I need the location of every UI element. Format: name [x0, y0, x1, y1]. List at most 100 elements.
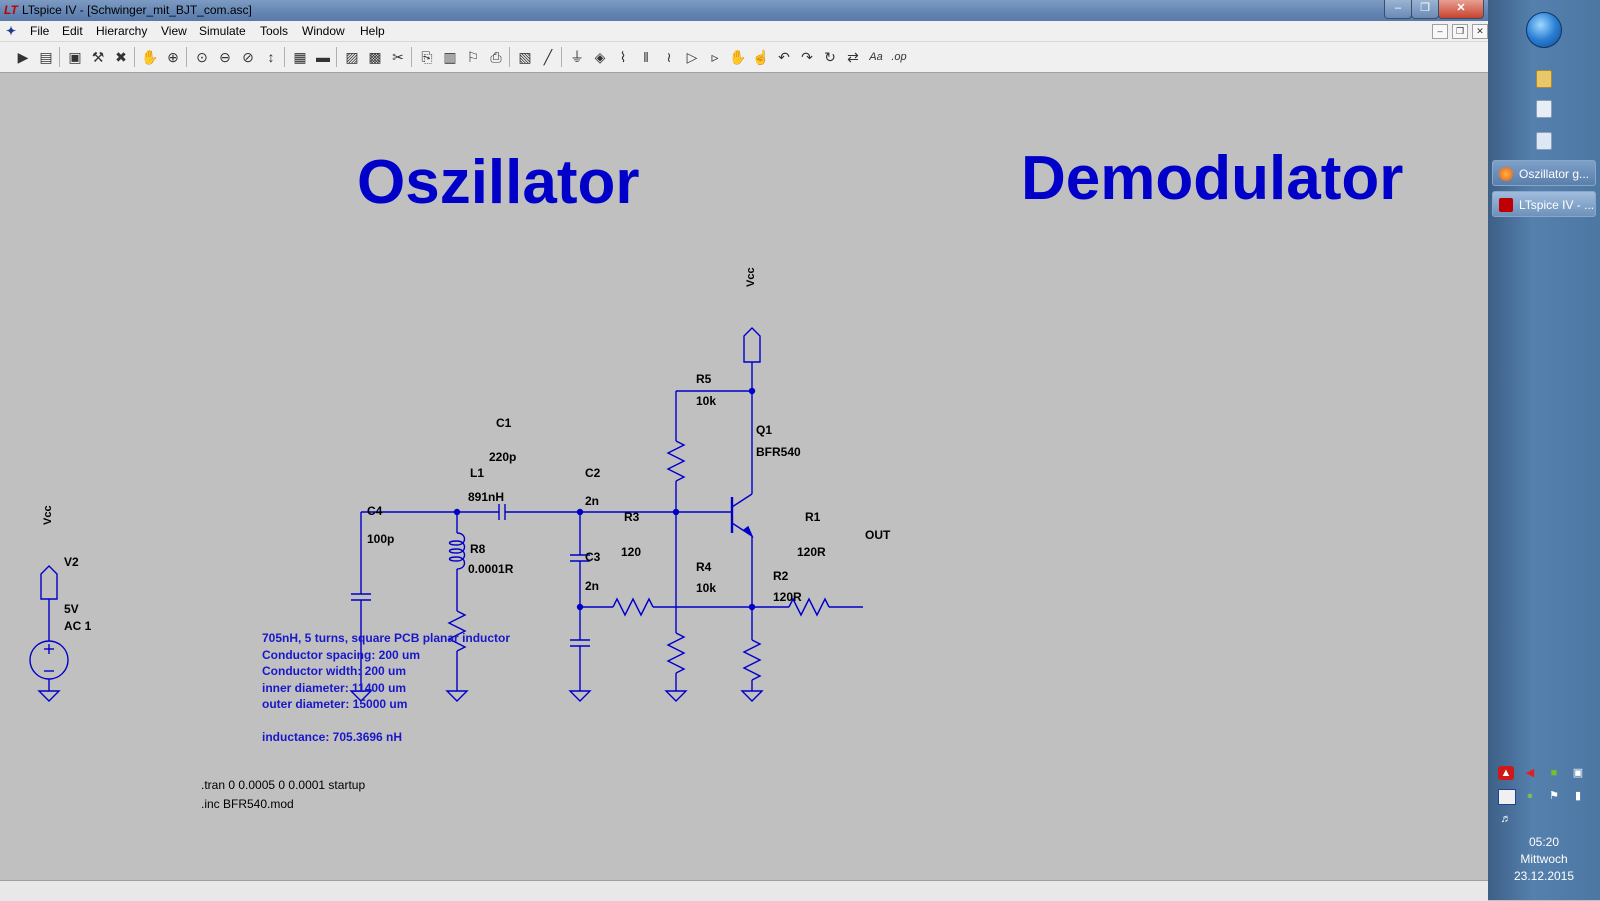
- spice-directives[interactable]: .tran 0 0.0005 0 0.0001 startup .inc BFR…: [201, 776, 365, 814]
- network-users-tray-icon[interactable]: ●: [1526, 790, 1534, 802]
- task-firefox[interactable]: Oszillator g...: [1492, 160, 1596, 186]
- menu-window[interactable]: Window: [302, 24, 345, 38]
- resistor-r5[interactable]: [666, 440, 686, 482]
- spice-directive-inc: .inc BFR540.mod: [201, 797, 294, 811]
- label-icon[interactable]: ◈: [594, 49, 606, 65]
- autorange-icon[interactable]: ↕: [267, 49, 275, 65]
- menu-tools[interactable]: Tools: [260, 24, 289, 38]
- clock-day: Mittwoch: [1520, 852, 1568, 866]
- menu-hierarchy[interactable]: Hierarchy: [96, 24, 148, 38]
- drag-icon[interactable]: ☝: [752, 49, 770, 65]
- undo-icon[interactable]: ↶: [778, 49, 790, 65]
- print-preview-icon[interactable]: ▧: [518, 49, 532, 65]
- action-center-flag-icon[interactable]: ⚑: [1549, 790, 1559, 802]
- document-icon[interactable]: [1536, 100, 1552, 118]
- save-icon[interactable]: ▣: [68, 49, 82, 65]
- transistor-q1[interactable]: [730, 493, 754, 539]
- grid-icon[interactable]: ▦: [293, 49, 307, 65]
- resistor-icon[interactable]: ⌇: [619, 49, 627, 65]
- capacitor-c3[interactable]: [570, 639, 590, 647]
- maximize-button[interactable]: ❐: [1411, 0, 1439, 19]
- cut-icon[interactable]: ✂: [392, 49, 404, 65]
- mdi-restore-button[interactable]: ❐: [1452, 24, 1468, 39]
- ground-icon[interactable]: ⏚: [570, 49, 584, 65]
- volume-tray-icon[interactable]: ♬: [1500, 813, 1512, 825]
- run-icon[interactable]: ▶: [17, 49, 29, 65]
- capacitor-c1[interactable]: [498, 504, 506, 520]
- diode-icon[interactable]: ▷: [686, 49, 698, 65]
- task-ltspice[interactable]: LTspice IV - ...: [1492, 191, 1596, 217]
- explorer-icon[interactable]: [1536, 70, 1552, 88]
- label-c1-name: C1: [496, 416, 512, 430]
- menu-help[interactable]: Help: [360, 24, 385, 38]
- close-button[interactable]: ✕: [1438, 0, 1484, 19]
- inductor-l1[interactable]: [448, 532, 466, 570]
- zoom-out-icon[interactable]: ⊖: [219, 49, 231, 65]
- label-r5-value: 10k: [696, 394, 717, 408]
- move-icon[interactable]: ✋: [729, 49, 747, 65]
- tile-horizontal-icon[interactable]: ▬: [316, 49, 330, 65]
- signal-tray-icon[interactable]: ▮: [1574, 790, 1582, 802]
- resistor-r8[interactable]: [447, 610, 467, 652]
- label-v2-ac: AC 1: [64, 619, 92, 633]
- zoom-full-icon[interactable]: ⊙: [196, 49, 208, 65]
- capacitor-c4[interactable]: [351, 593, 371, 601]
- vcc-flag-left[interactable]: [40, 565, 58, 600]
- resistor-r3[interactable]: [612, 597, 654, 617]
- wire-icon[interactable]: ╱: [543, 49, 553, 65]
- component-icon[interactable]: ▹: [711, 49, 719, 65]
- cascade-icon[interactable]: ▨: [345, 49, 359, 65]
- camera-tray-icon[interactable]: ▣: [1572, 767, 1584, 779]
- schematic-canvas[interactable]: Vcc Vcc Oszillator Demodulator R5 10k Q1…: [1, 73, 1487, 880]
- heading-demodulator: Demodulator: [1021, 144, 1404, 213]
- zoom-in-icon[interactable]: ⊕: [167, 49, 179, 65]
- zoom-fit-icon[interactable]: ⊘: [242, 49, 254, 65]
- text-icon[interactable]: Aa: [869, 51, 883, 63]
- label-out: OUT: [865, 528, 891, 542]
- menu-edit[interactable]: Edit: [62, 24, 83, 38]
- start-button[interactable]: [1526, 12, 1562, 48]
- comment-line: inductance: 705.3696 nH: [262, 730, 403, 744]
- ltspice-icon[interactable]: LT: [4, 3, 18, 17]
- vcc-flag-top[interactable]: [743, 327, 761, 363]
- inductor-icon[interactable]: ≀: [666, 49, 672, 65]
- comment-line: inner diameter: 11400 um: [262, 680, 407, 695]
- comment-line: outer diameter: 15000 um: [262, 697, 408, 711]
- pan-hand-icon[interactable]: ✋: [141, 49, 159, 65]
- mdi-close-button[interactable]: ✕: [1472, 24, 1488, 39]
- copy-icon[interactable]: ⎘: [421, 49, 433, 65]
- paste-icon[interactable]: ▥: [443, 49, 457, 65]
- minimize-button[interactable]: –: [1384, 0, 1412, 19]
- halt-icon[interactable]: ✖: [115, 49, 127, 65]
- inductor-comment[interactable]: 705nH, 5 turns, square PCB planar induct…: [262, 630, 510, 746]
- find-icon[interactable]: ⚐: [466, 49, 480, 65]
- resistor-r1[interactable]: [788, 597, 830, 617]
- menu-view[interactable]: View: [161, 24, 187, 38]
- ltspice-menu-icon[interactable]: ✦: [6, 24, 17, 38]
- antivirus-tray-icon[interactable]: ▲: [1498, 766, 1514, 780]
- mdi-minimize-button[interactable]: –: [1432, 24, 1448, 39]
- voltage-source-v2[interactable]: [29, 640, 69, 680]
- spice-directive-icon[interactable]: .op: [891, 51, 907, 63]
- open-icon[interactable]: ▤: [39, 49, 53, 65]
- label-c3-value: 2n: [585, 579, 600, 593]
- vcc-label-top: Vcc: [745, 267, 757, 287]
- nvidia-tray-icon[interactable]: ■: [1550, 767, 1558, 779]
- print-icon[interactable]: ⎙: [490, 49, 502, 65]
- menu-simulate[interactable]: Simulate: [199, 24, 246, 38]
- notepad-icon[interactable]: [1536, 132, 1552, 150]
- schematic-drawing: [29, 327, 863, 702]
- red-tray-icon[interactable]: ◀: [1525, 767, 1535, 779]
- resistor-r2[interactable]: [742, 639, 762, 681]
- clock-time[interactable]: 05:20: [1528, 835, 1560, 849]
- redo-icon[interactable]: ↷: [801, 49, 813, 65]
- toolbar-separator: [186, 47, 187, 67]
- menu-file[interactable]: File: [30, 24, 50, 38]
- close-all-icon[interactable]: ▩: [368, 49, 382, 65]
- control-panel-icon[interactable]: ⚒: [91, 49, 105, 65]
- mirror-icon[interactable]: ⇄: [847, 49, 859, 65]
- resistor-r4[interactable]: [666, 632, 686, 674]
- capacitor-icon[interactable]: ‖: [643, 49, 649, 65]
- rotate-icon[interactable]: ↻: [824, 49, 836, 65]
- monitor-tray-icon[interactable]: [1498, 789, 1516, 805]
